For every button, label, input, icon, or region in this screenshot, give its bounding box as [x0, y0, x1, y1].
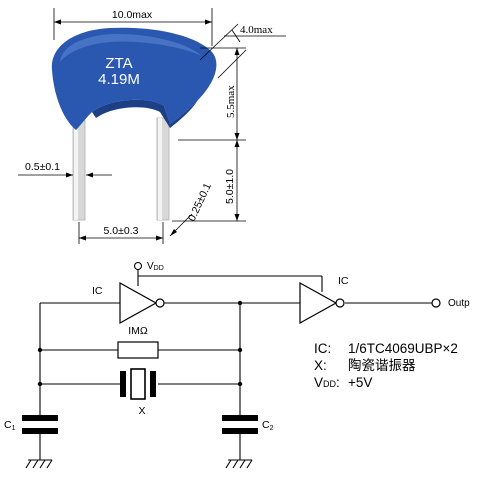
- resistor-label: IMΩ: [128, 325, 148, 337]
- resonator-body: [51, 27, 217, 131]
- c2-label: C2: [262, 419, 274, 432]
- legend-x-value: 陶瓷谐振器: [348, 358, 416, 373]
- output-label: Outp: [448, 298, 470, 309]
- dim-width-label: 10.0max: [112, 9, 153, 21]
- feedback-resistor: [117, 341, 159, 359]
- capacitor-c2: [222, 415, 258, 434]
- vdd-label: VDD: [147, 261, 164, 272]
- ground-right: [225, 459, 253, 469]
- marking-line2: 4.19M: [98, 71, 140, 88]
- c1-label: C1: [4, 419, 16, 432]
- component-legend: IC: 1/6TC4069UBP×2 X: 陶瓷谐振器 VDD: +5V: [314, 340, 484, 393]
- dim-lead-tolerance-label: 0.25±0.1: [186, 181, 214, 223]
- output-terminal: [431, 298, 441, 308]
- legend-ic-value: 1/6TC4069UBP×2: [348, 341, 458, 356]
- ic2-label: IC: [338, 275, 349, 287]
- dim-lead-diameter-label: 0.5±0.1: [25, 161, 60, 173]
- marking-line1: ZTA: [105, 55, 132, 72]
- dimension-lead-diameter: [18, 172, 112, 178]
- dim-height-label: 5.5max: [225, 85, 237, 118]
- junction-dots: [37, 300, 243, 387]
- dim-lead-pitch-label: 5.0±0.3: [104, 225, 139, 237]
- legend-row-ic: IC: 1/6TC4069UBP×2: [314, 340, 484, 357]
- legend-x-key: X:: [314, 358, 327, 373]
- legend-vdd-key: VDD:: [314, 375, 340, 390]
- component-drawing: ZTA 4.19M: [51, 27, 217, 221]
- legend-row-vdd: VDD: +5V: [314, 374, 484, 393]
- legend-row-x: X: 陶瓷谐振器: [314, 357, 484, 374]
- dimension-width: [53, 8, 213, 46]
- dimension-lead-pitch: [78, 222, 164, 244]
- vdd-terminal: [133, 261, 143, 271]
- dim-lead-length-label: 5.0±1.0: [224, 169, 236, 204]
- capacitor-c1: [22, 415, 58, 434]
- ic1-inverter: [119, 281, 165, 325]
- ceramic-resonator-symbol: [120, 368, 156, 400]
- dimension-lead-tolerance: [169, 213, 193, 237]
- ic2-inverter: [299, 281, 345, 325]
- circuit-wiring: [39, 270, 432, 460]
- dimension-height: [178, 47, 246, 141]
- legend-ic-key: IC:: [314, 341, 332, 356]
- legend-vdd-value: +5V: [348, 375, 373, 390]
- dim-depth-label: 4.0max: [240, 24, 273, 36]
- ground-left: [25, 459, 53, 469]
- dimension-depth: [199, 23, 286, 79]
- ic1-label: IC: [92, 285, 103, 297]
- dimension-lead-length: [172, 140, 246, 222]
- crystal-label: X: [138, 405, 145, 417]
